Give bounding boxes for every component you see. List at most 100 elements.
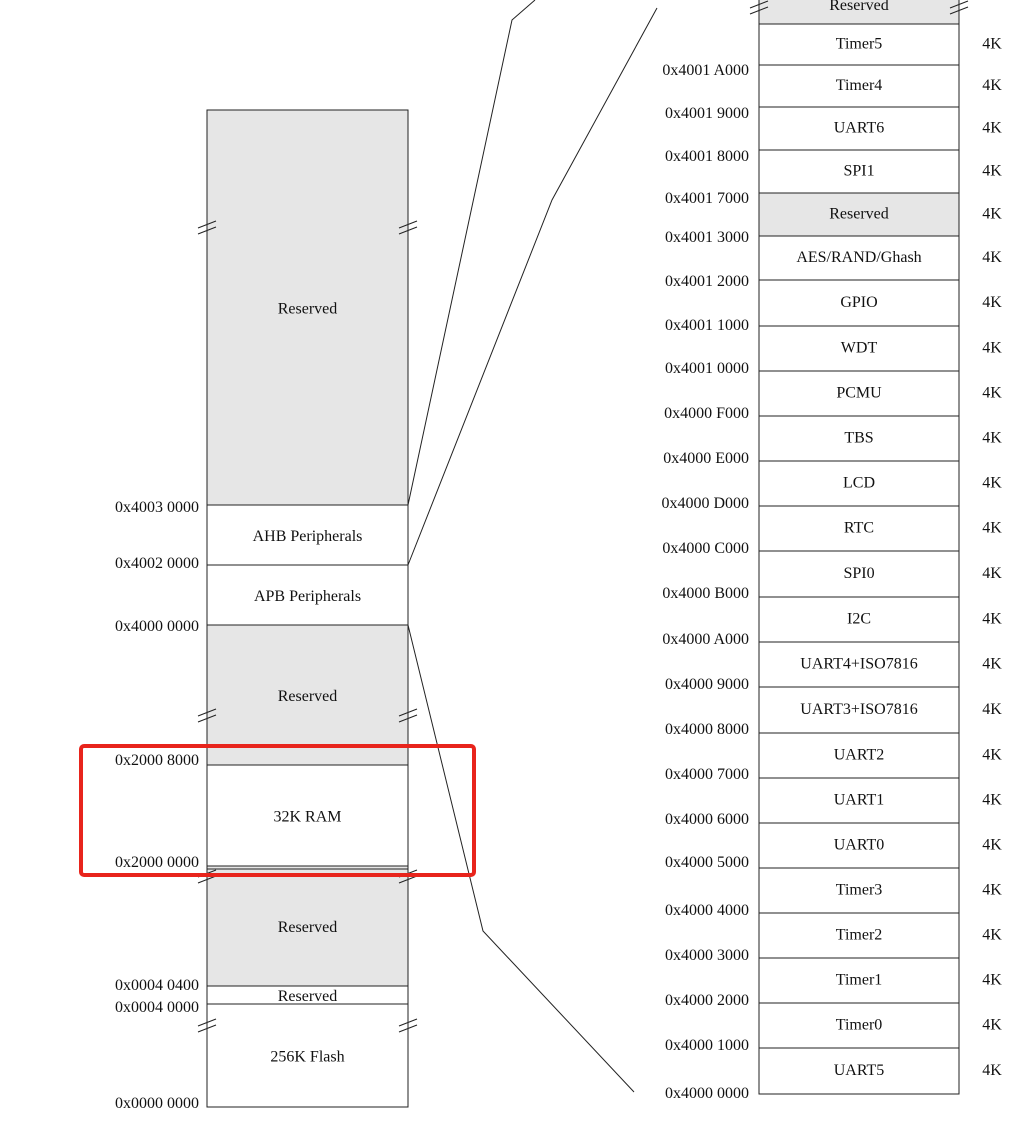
- peripheral-block-size: 4K: [982, 520, 1002, 537]
- peripheral-block-label: Timer3: [836, 882, 883, 899]
- peripheral-block-size: 4K: [982, 1062, 1002, 1079]
- peripheral-block-rect: [758, 550, 960, 598]
- peripheral-block-size: 4K: [982, 475, 1002, 492]
- peripheral-block-label: UART5: [834, 1062, 885, 1079]
- peripheral-block-size: 4K: [982, 294, 1002, 311]
- peripheral-block-rect: [758, 732, 960, 779]
- main-block-rect: [206, 1003, 409, 1108]
- main-address-label: 0x4002 0000: [115, 555, 199, 572]
- peripheral-block-rect: [758, 777, 960, 824]
- peripheral-block-timer3: Timer3 4K: [758, 867, 1002, 914]
- break-mark: [398, 220, 418, 235]
- main-block-apb-peripherals: APB Peripherals: [206, 564, 409, 626]
- peripheral-address-label: 0x4000 8000: [665, 721, 749, 738]
- main-block-label: APB Peripherals: [254, 588, 361, 605]
- ram-highlight-box: [79, 744, 476, 877]
- peripheral-block-label: UART2: [834, 747, 885, 764]
- main-block-label: Reserved: [278, 688, 338, 705]
- peripheral-block-size: 4K: [982, 77, 1002, 94]
- peripheral-block-size: 4K: [982, 206, 1002, 223]
- peripheral-block-size: 4K: [982, 792, 1002, 809]
- peripheral-block-size: 4K: [982, 882, 1002, 899]
- main-block-reserved: Reserved: [206, 865, 409, 987]
- peripheral-block-rect: [758, 370, 960, 417]
- peripheral-address-label: 0x4000 2000: [665, 992, 749, 1009]
- peripheral-block-label: Timer0: [836, 1017, 883, 1034]
- peripheral-address-label: 0x4000 1000: [665, 1037, 749, 1054]
- peripheral-block-size: 4K: [982, 430, 1002, 447]
- peripheral-address-label: 0x4001 9000: [665, 105, 749, 122]
- peripheral-block-reserved: Reserved 4K: [758, 192, 1002, 237]
- main-block-rect: [206, 865, 409, 987]
- peripheral-block-size: 4K: [982, 747, 1002, 764]
- zoom-connector-line: [407, 7, 658, 566]
- main-block-rect: [206, 564, 409, 626]
- main-block-label: 32K RAM: [273, 809, 341, 826]
- peripheral-block-rect: [758, 957, 960, 1004]
- peripheral-block-label: TBS: [844, 430, 873, 447]
- main-block-ahb-peripherals: AHB Peripherals: [206, 504, 409, 566]
- peripheral-block-label: AES/RAND/Ghash: [796, 249, 921, 266]
- peripheral-address-label: 0x4001 0000: [665, 360, 749, 377]
- peripheral-block-size: 4K: [982, 249, 1002, 266]
- peripheral-block-size: 4K: [982, 611, 1002, 628]
- peripheral-address-label: 0x4001 1000: [665, 317, 749, 334]
- peripheral-address-label: 0x4001 8000: [665, 148, 749, 165]
- peripheral-address-label: 0x4000 B000: [662, 585, 749, 602]
- peripheral-address-label: 0x4001 A000: [662, 62, 749, 79]
- peripheral-address-label: 0x4000 9000: [665, 676, 749, 693]
- peripheral-block-rect: [758, 64, 960, 108]
- peripheral-block-label: UART4+ISO7816: [800, 656, 917, 673]
- peripheral-block-timer0: Timer0 4K: [758, 1002, 1002, 1049]
- break-mark: [197, 220, 217, 235]
- break-mark: [197, 708, 217, 723]
- peripheral-block-rect: [758, 415, 960, 462]
- main-block-reserved: Reserved: [206, 985, 409, 1005]
- peripheral-block-reserved: Reserved: [758, 0, 960, 25]
- peripheral-block-size: 4K: [982, 1017, 1002, 1034]
- zoom-connector-lines: [407, 0, 658, 1093]
- peripheral-block-size: 4K: [982, 163, 1002, 180]
- peripheral-block-label: WDT: [841, 340, 878, 357]
- peripheral-block-size: 4K: [982, 385, 1002, 402]
- peripheral-block-tbs: TBS 4K: [758, 415, 1002, 462]
- peripheral-block-size: 4K: [982, 656, 1002, 673]
- main-block-label: Reserved: [278, 301, 338, 318]
- main-block-label: AHB Peripherals: [253, 528, 363, 545]
- main-block-rect: [206, 624, 409, 766]
- peripheral-address-label: 0x4000 C000: [662, 540, 749, 557]
- peripheral-block-uart5: UART5 4K: [758, 1047, 1002, 1095]
- main-block-32k-ram: 32K RAM: [206, 764, 409, 867]
- peripheral-block-label: Timer1: [836, 972, 883, 989]
- peripheral-block-label: Timer4: [836, 77, 883, 94]
- peripheral-block-label: Reserved: [829, 206, 889, 223]
- peripheral-block-rect: [758, 23, 960, 66]
- peripheral-address-label: 0x4000 0000: [665, 1085, 749, 1102]
- peripheral-block-aes-rand-ghash: AES/RAND/Ghash 4K: [758, 235, 1002, 281]
- peripheral-block-size: 4K: [982, 36, 1002, 53]
- break-mark: [949, 0, 969, 15]
- peripheral-block-timer4: Timer4 4K: [758, 64, 1002, 108]
- peripheral-address-label: 0x4000 D000: [661, 495, 749, 512]
- ram-highlight-rect: [79, 744, 476, 877]
- peripheral-block-size: 4K: [982, 972, 1002, 989]
- peripheral-address-label: 0x4000 7000: [665, 766, 749, 783]
- peripheral-address-label: 0x4001 7000: [665, 190, 749, 207]
- peripheral-block-rect: [758, 149, 960, 194]
- peripheral-block-rect: [758, 867, 960, 914]
- break-mark: [749, 0, 769, 15]
- peripheral-block-rect: [758, 822, 960, 869]
- peripheral-block-label: UART0: [834, 837, 885, 854]
- peripheral-block-rect: [758, 192, 960, 237]
